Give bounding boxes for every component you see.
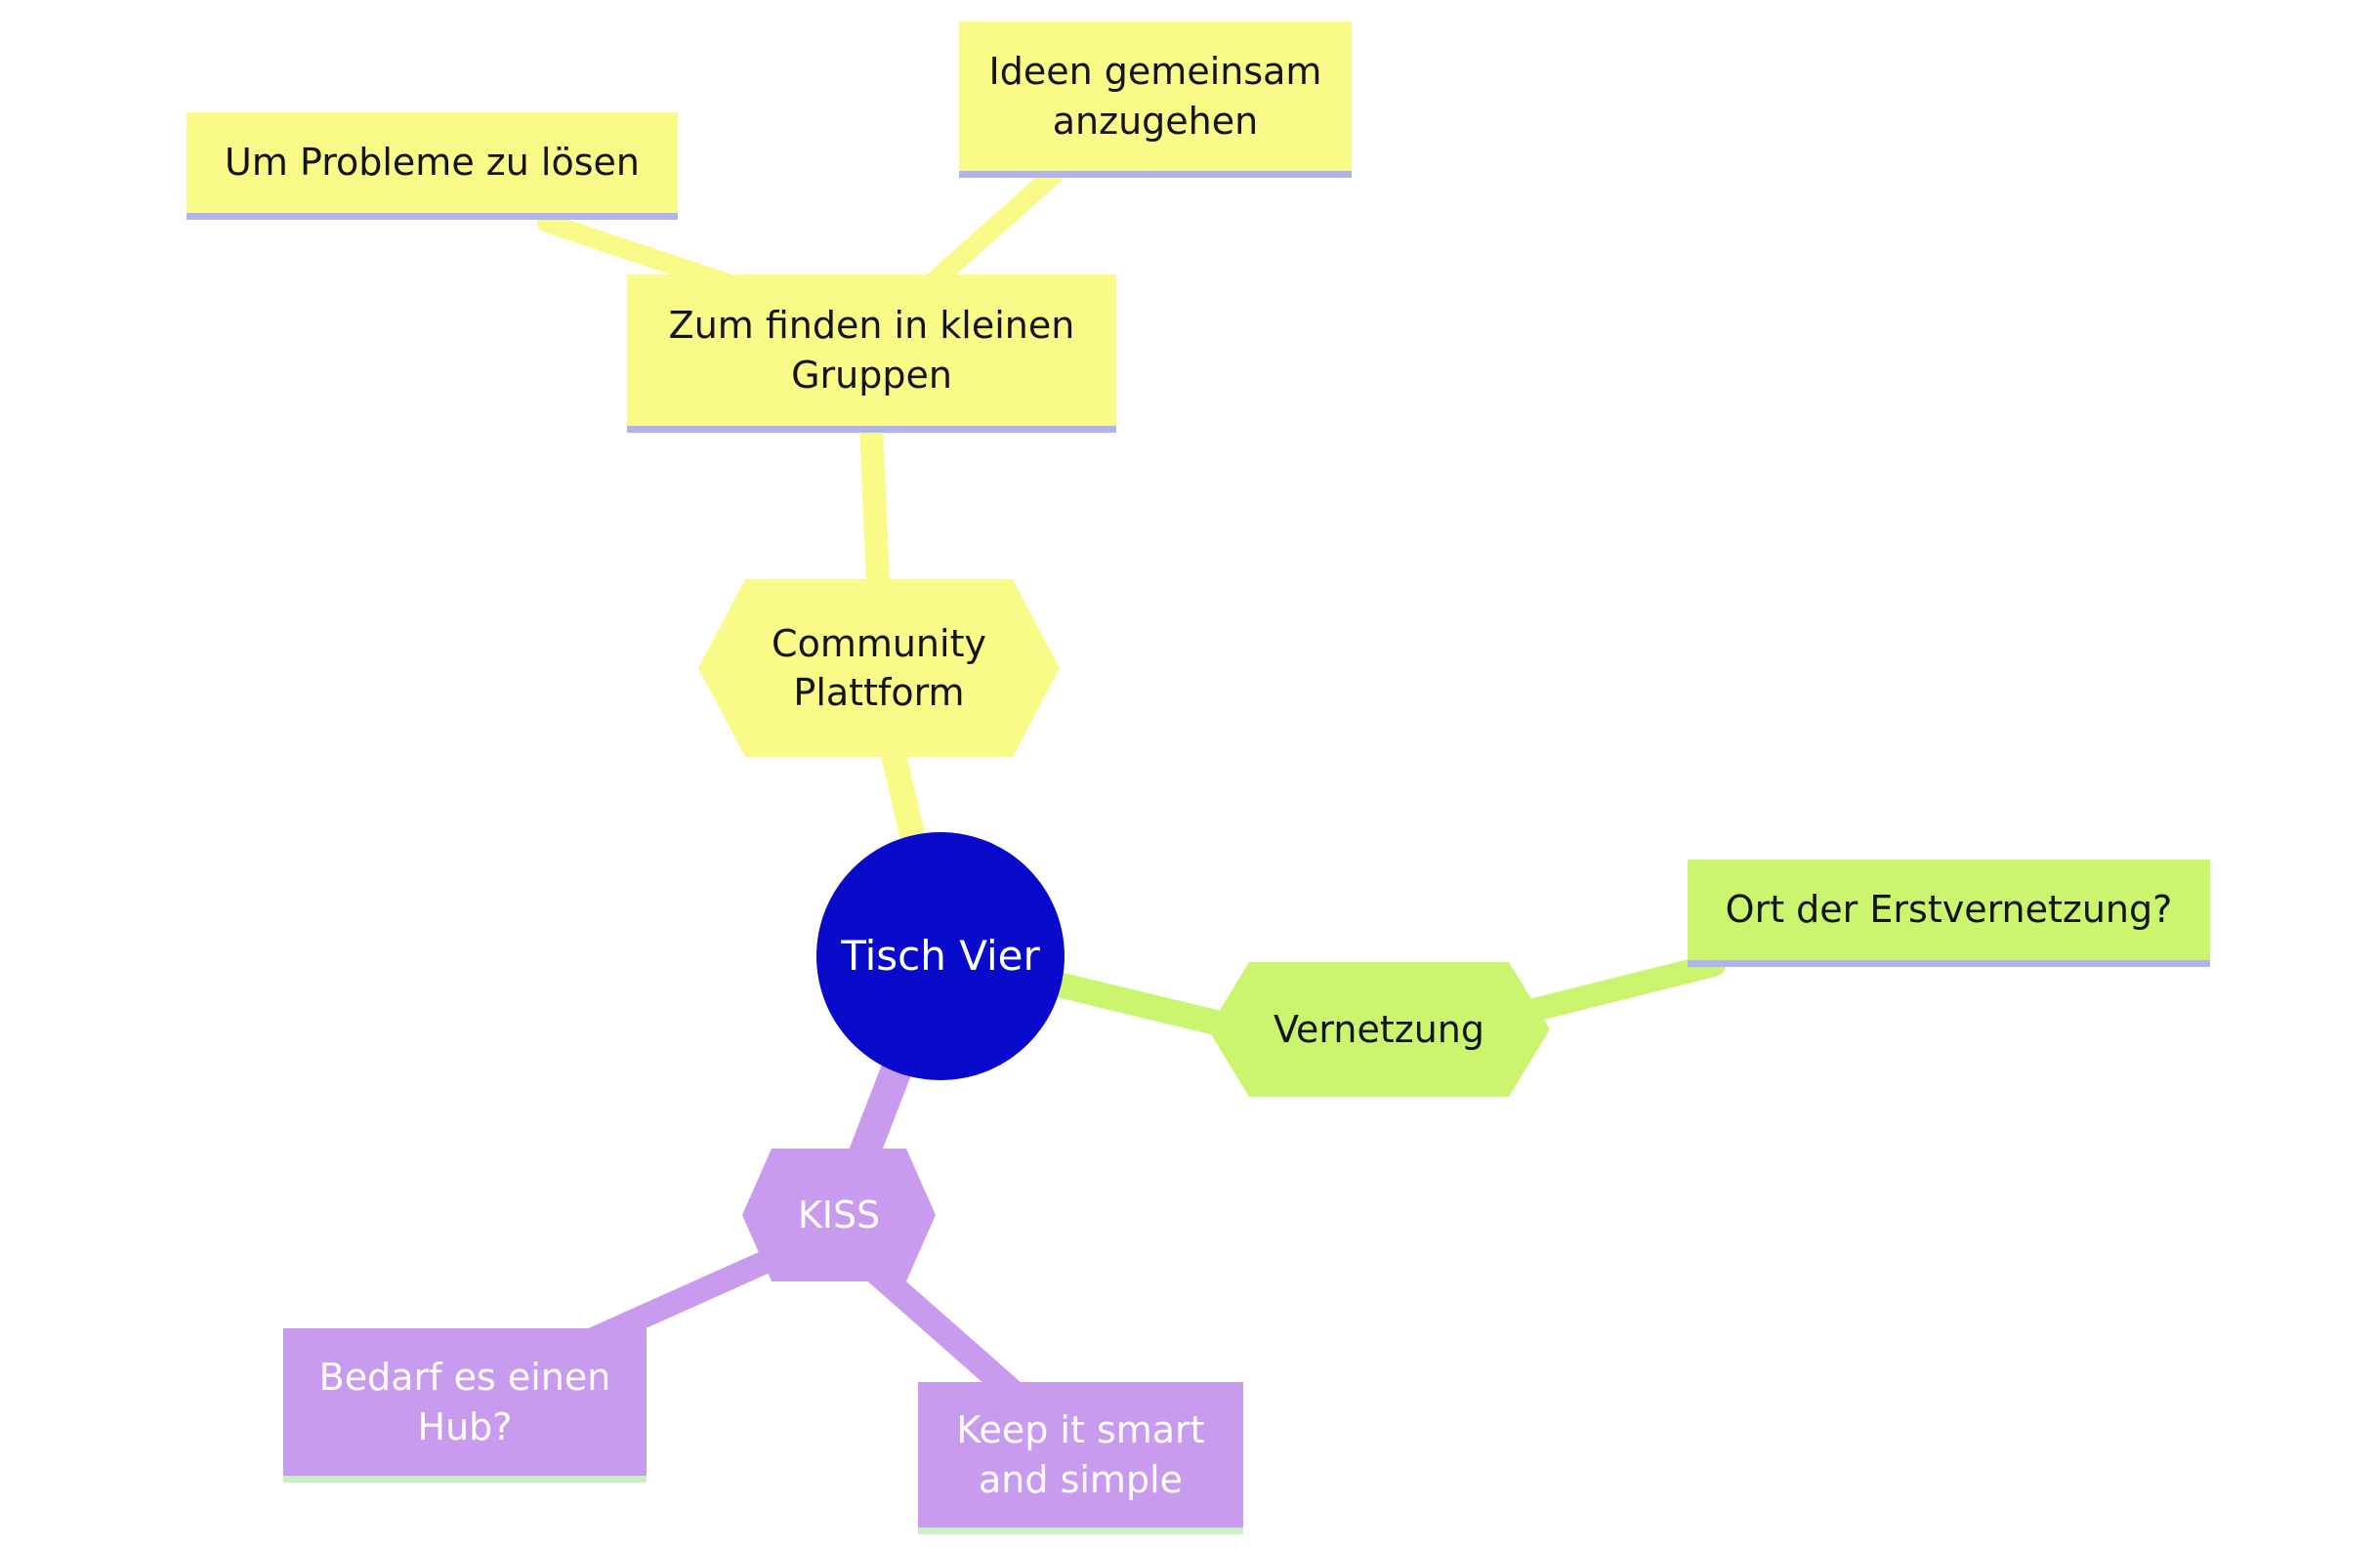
node-keep-it-smart-and-simple[interactable]: Keep it smart and simple — [918, 1382, 1243, 1534]
node-label: Tisch Vier — [841, 932, 1040, 981]
edge-zumfinden-ideen — [913, 164, 1065, 301]
node-ideen-gemeinsam-anzugehen[interactable]: Ideen gemeinsam anzugehen — [959, 21, 1352, 178]
node-vernetzung[interactable]: Vernetzung — [1208, 962, 1550, 1097]
node-um-probleme-zu-loesen[interactable]: Um Probleme zu lösen — [187, 112, 678, 220]
node-label: Vernetzung — [1274, 1007, 1484, 1051]
node-label: KISS — [797, 1193, 881, 1237]
node-label: Um Probleme zu lösen — [225, 141, 640, 185]
node-zum-finden-in-kleinen-gruppen[interactable]: Zum finden in kleinen Gruppen — [627, 274, 1116, 433]
node-label: Zum finden in kleinen Gruppen — [668, 304, 1075, 397]
node-label: Ideen gemeinsam anzugehen — [988, 50, 1322, 143]
node-bedarf-es-einen-hub[interactable]: Bedarf es einen Hub? — [283, 1328, 647, 1483]
edge-kiss-bedarf — [579, 1245, 788, 1352]
edge-vernetzung-ort — [1507, 953, 1726, 1026]
edge-kiss-keep — [864, 1260, 1028, 1407]
edge-community-zumfinden — [859, 413, 891, 617]
node-root-tisch-vier[interactable]: Tisch Vier — [816, 832, 1065, 1080]
node-label: Keep it smart and simple — [956, 1408, 1205, 1501]
node-kiss[interactable]: KISS — [742, 1149, 936, 1281]
node-label: Community Plattform — [772, 621, 986, 714]
node-label: Ort der Erstvernetzung? — [1725, 888, 2173, 932]
node-ort-der-erstvernetzung[interactable]: Ort der Erstvernetzung? — [1688, 859, 2210, 967]
node-community-plattform[interactable]: Community Plattform — [698, 579, 1060, 757]
node-label: Bedarf es einen Hub? — [318, 1356, 611, 1448]
